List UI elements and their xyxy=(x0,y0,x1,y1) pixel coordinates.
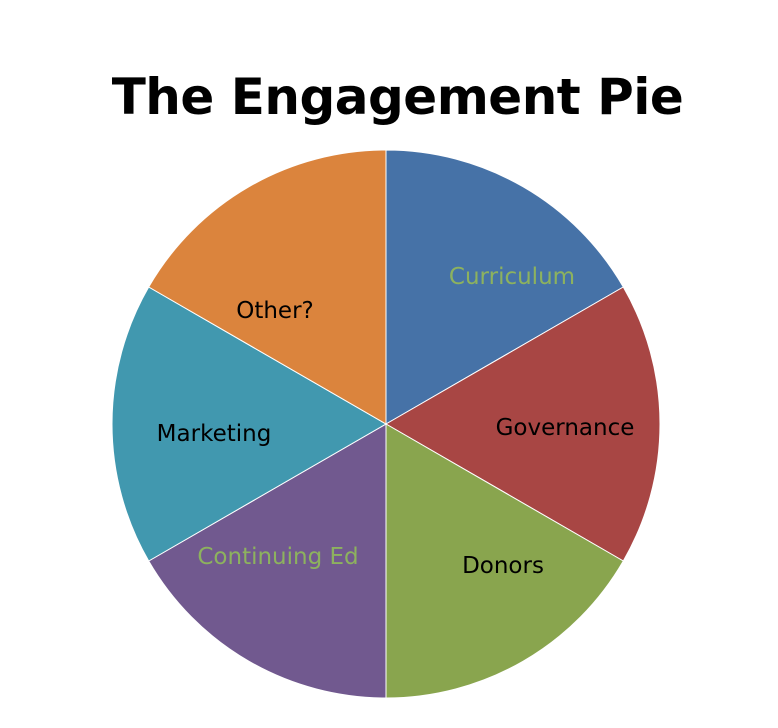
chart-title: The Engagement Pie xyxy=(111,68,684,126)
pie-slice-marketing xyxy=(111,286,388,562)
slice-label: Other? xyxy=(236,298,314,324)
pie-slice-other xyxy=(148,149,387,425)
slice-label: Donors xyxy=(462,553,544,579)
slice-label: Governance xyxy=(496,415,635,441)
pie-slice-donors xyxy=(385,423,624,699)
slice-label: Continuing Ed xyxy=(197,544,358,570)
pie-slice-curriculum xyxy=(385,149,624,425)
pie-slice-governance xyxy=(384,286,661,562)
slice-label: Curriculum xyxy=(449,264,575,290)
slice-label: Marketing xyxy=(157,421,272,447)
pie-slice-continuing-ed xyxy=(148,423,387,699)
